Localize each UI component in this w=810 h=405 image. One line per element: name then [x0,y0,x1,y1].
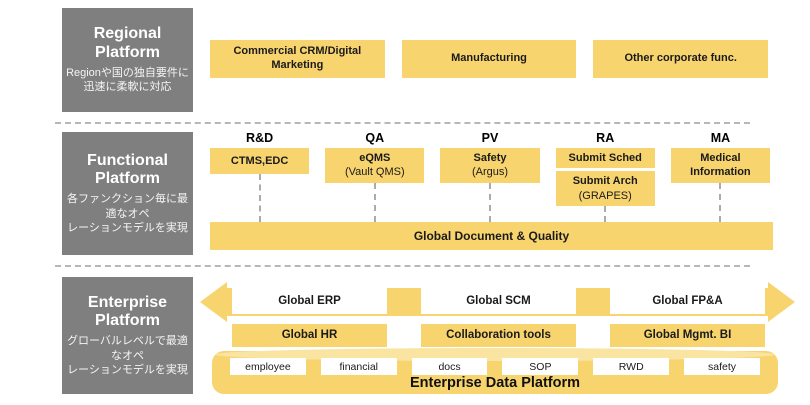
column-header-rnd: R&D [246,131,274,145]
enterprise-systems-row: Global ERP Global SCM Global FP&A [232,288,765,314]
column-ra: RA Submit Sched Submit Arch (GRAPES) [555,131,655,222]
column-ma: MA Medical Information [670,131,771,222]
connector-qa [373,182,376,222]
global-document-quality-label: Global Document & Quality [413,229,570,243]
connector-rnd [258,174,261,222]
box-eqms-label: eQMS [359,152,391,164]
column-header-ra: RA [596,131,615,145]
functional-subtitle-line1: 各ファンクション毎に最適なオペ [67,193,188,220]
box-global-fpa: Global FP&A [610,288,765,314]
enterprise-subtitle-line1: グローバルレベルで最適なオペ [67,335,188,362]
store-rwd: RWD [593,358,670,375]
regional-platform-title: Regional Platform [93,25,162,61]
column-header-pv: PV [481,131,499,145]
box-medical-sublabel: Information [690,166,751,179]
box-ctms-edc-label: CTMS,EDC [230,155,289,167]
store-financial: financial [320,358,397,375]
section-divider-bottom [55,265,750,267]
data-stores-row: employee financial docs SOP RWD safety [230,358,760,375]
enterprise-platform-panel: Enterprise Platform グローバルレベルで最適なオペ レーション… [62,277,193,394]
box-eqms-sublabel: (Vault QMS) [344,166,405,179]
store-safety: safety [684,358,760,375]
box-safety-argus: Safety (Argus) [440,148,540,183]
column-pv: PV Safety (Argus) [440,131,540,222]
regional-subtitle-line1: Regionや国の独自要件に [66,67,189,80]
enterprise-data-platform-label: Enterprise Data Platform [409,375,581,391]
functional-platform-subtitle: 各ファンクション毎に最適なオペ レーションモデルを実現 [65,192,190,235]
connector-ra [604,205,607,222]
functional-subtitle-line2: レーションモデルを実現 [67,222,188,235]
box-global-erp: Global ERP [232,288,387,314]
enterprise-data-platform-band: employee financial docs SOP RWD safety E… [212,348,778,394]
box-commercial-crm: Commercial CRM/Digital Marketing [210,40,385,78]
box-submit-arch-label: Submit Arch [572,175,638,188]
box-manufacturing: Manufacturing [401,40,577,78]
box-submit-sched: Submit Sched [555,148,655,169]
regional-platform-subtitle: Regionや国の独自要件に 迅速に柔軟に対応 [66,66,189,95]
column-header-ma: MA [710,131,731,145]
enterprise-platform-subtitle: グローバルレベルで最適なオペ レーションモデルを実現 [65,334,190,377]
box-global-mgmt-bi: Global Mgmt. BI [610,324,765,347]
box-ctms-edc: CTMS,EDC [210,148,310,175]
enterprise-platform-title: Enterprise Platform [87,293,168,330]
functional-columns: R&D CTMS,EDC QA eQMS (Vault QMS) PV Safe… [210,131,771,222]
connector-ma [719,182,722,222]
box-safety-label: Safety [473,152,507,164]
store-employee: employee [230,358,306,375]
connector-pv [489,182,491,222]
box-other-corporate: Other corporate func. [593,40,769,78]
regional-subtitle-line2: 迅速に柔軟に対応 [83,81,172,94]
functional-platform-title: Functional Platform [87,151,168,188]
regional-apps-row: Commercial CRM/Digital Marketing Manufac… [210,40,769,78]
box-global-hr: Global HR [232,324,387,347]
box-submit-arch-sublabel: (GRAPES) [578,189,632,202]
box-safety-sublabel: (Argus) [471,166,509,179]
box-submit-sched-label: Submit Sched [568,152,642,164]
box-medical-label: Medical [700,152,741,164]
box-global-scm: Global SCM [421,288,576,314]
functional-platform-panel: Functional Platform 各ファンクション毎に最適なオペ レーショ… [62,132,193,255]
store-sop: SOP [502,358,579,375]
column-qa: QA eQMS (Vault QMS) [325,131,425,222]
enterprise-subtitle-line2: レーションモデルを実現 [67,364,188,377]
box-collaboration-tools: Collaboration tools [421,324,576,347]
column-header-qa: QA [365,131,385,145]
store-docs: docs [411,358,488,375]
cylinder-rim-highlight [215,348,775,361]
box-medical-information: Medical Information [670,148,771,183]
section-divider-top [55,122,750,124]
global-document-quality-bar: Global Document & Quality [210,222,773,250]
box-submit-arch: Submit Arch (GRAPES) [555,171,655,206]
enterprise-tools-row: Global HR Collaboration tools Global Mgm… [232,324,765,347]
regional-platform-panel: Regional Platform Regionや国の独自要件に 迅速に柔軟に対… [62,8,193,112]
column-rnd: R&D CTMS,EDC [210,131,310,222]
box-eqms: eQMS (Vault QMS) [325,148,425,183]
